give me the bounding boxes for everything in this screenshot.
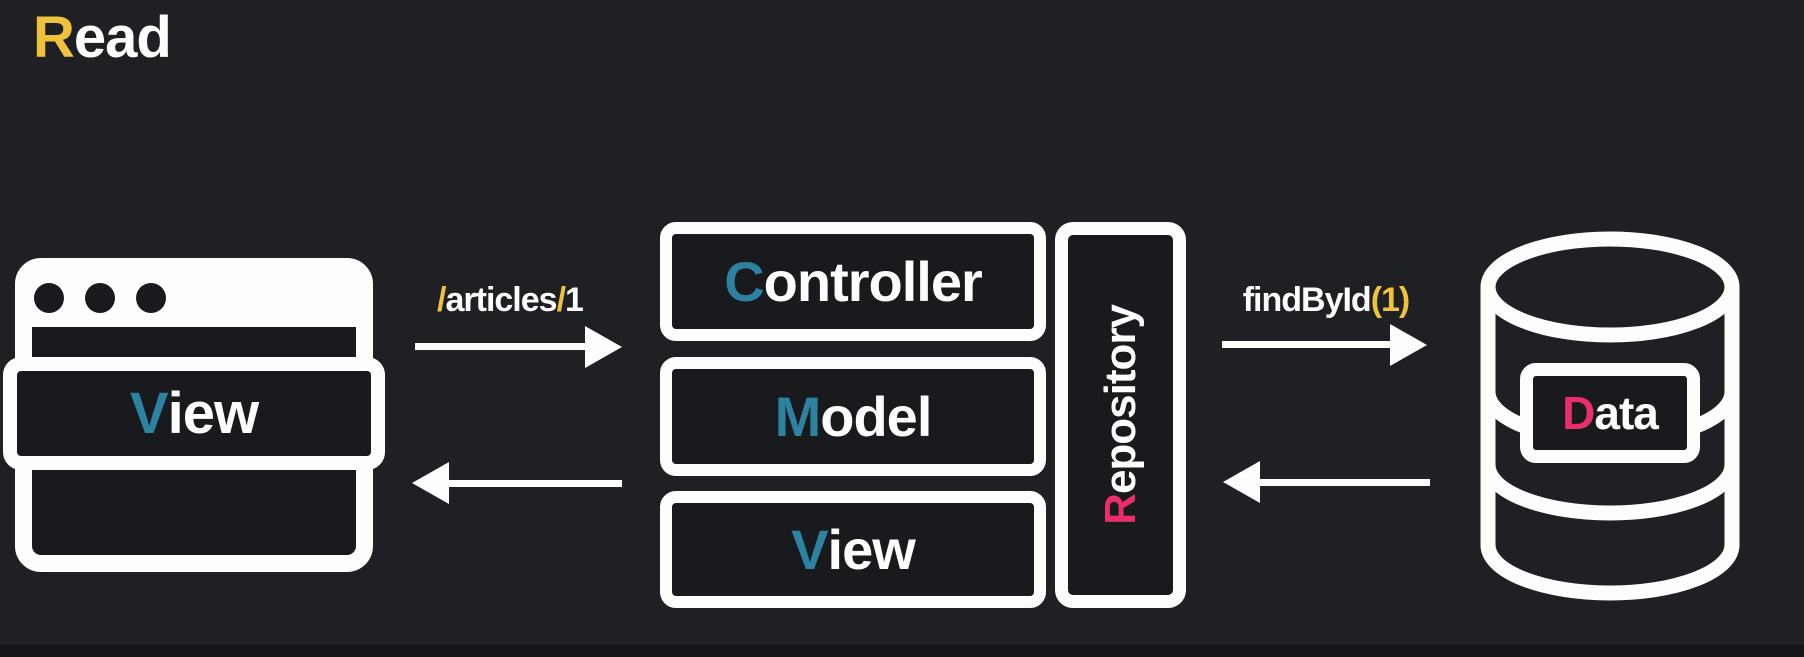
data-accent-letter: D [1562, 387, 1595, 439]
window-dot-icon [85, 283, 115, 313]
database-icon [1480, 231, 1740, 601]
page-title-rest: ead [73, 5, 172, 70]
browser-titlebar [32, 275, 356, 327]
request-arrow-label: /articles/1 [437, 281, 584, 319]
repository-label-rest: epository [1095, 305, 1145, 495]
return-arrowhead-icon [412, 462, 449, 504]
window-dot-icon [34, 283, 64, 313]
repository-label: Repository [1096, 305, 1146, 525]
repository-box: Repository [1055, 222, 1186, 608]
repository-accent-letter: R [1095, 494, 1145, 525]
return-arrowhead-icon [1223, 461, 1260, 503]
window-dot-icon [136, 283, 166, 313]
client-view-accent-letter: V [129, 381, 169, 446]
server-view-label: iew [827, 518, 916, 581]
controller-label: ontroller [763, 250, 983, 313]
bottom-strip [0, 645, 1804, 657]
controller-accent-letter: C [724, 250, 764, 313]
page-title-accent-letter: R [33, 5, 75, 70]
return-arrow-line [1257, 479, 1430, 486]
query-arrow-label: findById(1) [1242, 281, 1411, 319]
page-title: Read [33, 2, 172, 74]
model-label: odel [820, 385, 932, 448]
request-arrow-line [415, 343, 587, 350]
return-arrow-line [446, 480, 622, 487]
server-view-accent-letter: V [791, 518, 828, 581]
request-arrowhead-icon [585, 326, 622, 368]
data-label: ata [1594, 387, 1658, 439]
query-arrowhead-icon [1390, 324, 1427, 366]
model-accent-letter: M [774, 385, 822, 448]
client-view-label: iew [167, 381, 259, 446]
query-arrow-line [1222, 341, 1392, 348]
